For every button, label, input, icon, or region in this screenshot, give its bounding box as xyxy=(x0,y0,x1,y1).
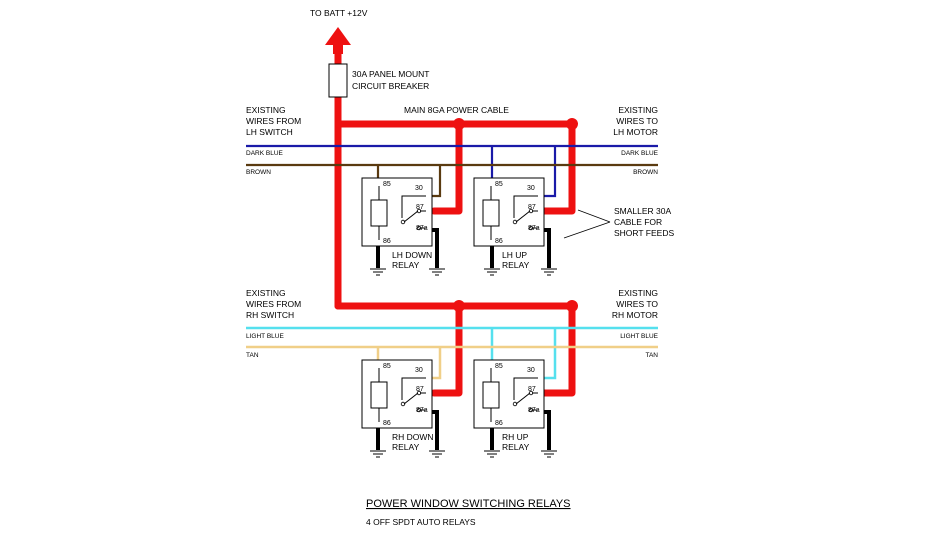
feed-note-leaders xyxy=(563,209,611,239)
tan-left-label: TAN xyxy=(246,352,259,359)
tan-right-label: TAN xyxy=(645,352,658,359)
ground-icon xyxy=(541,450,557,458)
pin-87-label: 87 xyxy=(528,204,536,211)
relay-rh-down: 85 86 30 87 87a RH DOWN RELAY xyxy=(361,359,434,452)
pin-87a-label: 87a xyxy=(416,225,428,232)
pin-86-label: 86 xyxy=(383,238,391,245)
relay-lh-down: 85 86 30 87 87a LH DOWN RELAY xyxy=(361,177,433,270)
ground-icon xyxy=(541,268,557,276)
ground-icon xyxy=(370,268,386,276)
ground-icon xyxy=(429,450,445,458)
ground-symbols xyxy=(370,268,557,458)
lh-switch-label-line3: LH SWITCH xyxy=(246,127,293,137)
relay-name-line1: LH DOWN xyxy=(392,250,432,260)
ground-icon xyxy=(429,268,445,276)
lh-switch-label-line2: WIRES FROM xyxy=(246,116,301,126)
pin-30-label: 30 xyxy=(415,367,423,374)
lh-dark-blue-wire xyxy=(246,144,658,198)
breaker-label-line2: CIRCUIT BREAKER xyxy=(352,81,429,91)
dark-blue-left-label: DARK BLUE xyxy=(246,150,284,157)
pin-86-label: 86 xyxy=(495,238,503,245)
lh-switch-label-line1: EXISTING xyxy=(246,105,286,115)
dark-blue-right-label: DARK BLUE xyxy=(621,150,659,157)
relay-name-line1: LH UP xyxy=(502,250,527,260)
diagram-title: POWER WINDOW SWITCHING RELAYS xyxy=(366,498,571,510)
rh-motor-label-line3: RH MOTOR xyxy=(612,310,658,320)
relay-name-line2: RELAY xyxy=(502,260,530,270)
ground-icon xyxy=(370,450,386,458)
pin-85-label: 85 xyxy=(495,363,503,370)
feed-note-line1: SMALLER 30A xyxy=(614,206,671,216)
pin-87a-label: 87a xyxy=(528,407,540,414)
feed-note-line2: CABLE FOR xyxy=(614,217,662,227)
relay-name-line2: RELAY xyxy=(502,442,530,452)
rh-motor-label-line1: EXISTING xyxy=(618,288,658,298)
breaker-label-line1: 30A PANEL MOUNT xyxy=(352,69,429,79)
pin-87a-label: 87a xyxy=(528,225,540,232)
feed-note-line3: SHORT FEEDS xyxy=(614,228,674,238)
junction-dots xyxy=(453,118,578,312)
pin-87-label: 87 xyxy=(528,386,536,393)
relay-rh-up: 85 86 30 87 87a RH UP RELAY xyxy=(473,359,545,452)
rh-switch-label-line2: WIRES FROM xyxy=(246,299,301,309)
pin-87-label: 87 xyxy=(416,386,424,393)
ground-icon xyxy=(484,450,500,458)
pin-87a-label: 87a xyxy=(416,407,428,414)
relay-name-line2: RELAY xyxy=(392,260,420,270)
pin-86-label: 86 xyxy=(495,420,503,427)
rh-switch-label-line1: EXISTING xyxy=(246,288,286,298)
rh-light-blue-wire xyxy=(246,326,658,380)
relay-lh-up: 85 86 30 87 87a LH UP RELAY xyxy=(473,177,545,270)
ground-icon xyxy=(484,268,500,276)
rh-tan-wire xyxy=(246,345,658,380)
pin-85-label: 85 xyxy=(383,181,391,188)
lh-motor-label-line2: WIRES TO xyxy=(616,116,658,126)
battery-label: TO BATT +12V xyxy=(310,8,368,18)
rh-switch-label-line3: RH SWITCH xyxy=(246,310,294,320)
light-blue-left-label: LIGHT BLUE xyxy=(246,333,284,340)
lh-brown-wire xyxy=(246,163,658,198)
pin-30-label: 30 xyxy=(527,367,535,374)
main-cable-label: MAIN 8GA POWER CABLE xyxy=(404,105,509,115)
relay-name-line1: RH UP xyxy=(502,432,529,442)
pin-86-label: 86 xyxy=(383,420,391,427)
pin-85-label: 85 xyxy=(495,181,503,188)
circuit-breaker xyxy=(328,63,348,98)
diagram-subtitle: 4 OFF SPDT AUTO RELAYS xyxy=(366,517,476,527)
pin-87-label: 87 xyxy=(416,204,424,211)
brown-right-label: BROWN xyxy=(633,169,658,176)
light-blue-right-label: LIGHT BLUE xyxy=(620,333,658,340)
brown-left-label: BROWN xyxy=(246,169,271,176)
pin-30-label: 30 xyxy=(527,185,535,192)
lh-motor-label-line3: LH MOTOR xyxy=(613,127,658,137)
relay-name-line2: RELAY xyxy=(392,442,420,452)
rh-motor-label-line2: WIRES TO xyxy=(616,299,658,309)
pin-85-label: 85 xyxy=(383,363,391,370)
pin-30-label: 30 xyxy=(415,185,423,192)
lh-motor-label-line1: EXISTING xyxy=(618,105,658,115)
relay-name-line1: RH DOWN xyxy=(392,432,434,442)
battery-arrow-icon xyxy=(325,27,351,45)
